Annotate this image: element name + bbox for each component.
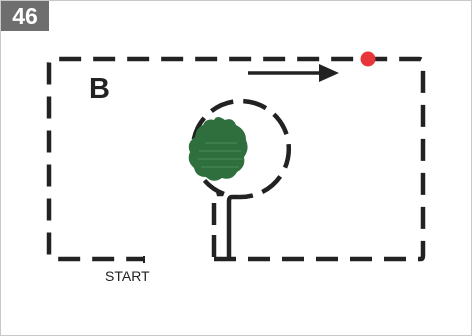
arrow-right-icon — [248, 64, 339, 82]
shrub-icon — [188, 117, 248, 181]
boundary-wire-connector — [211, 191, 223, 257]
start-label: START — [105, 268, 150, 284]
zone-label: B — [89, 73, 110, 105]
red-dot-robot-icon — [360, 51, 376, 67]
boundary-wire-return — [226, 194, 239, 257]
figure-number-badge: 46 — [1, 1, 49, 31]
boundary-wire-outer — [46, 56, 426, 262]
